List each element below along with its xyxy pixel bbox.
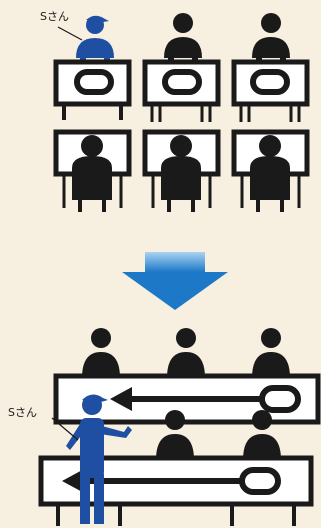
- worker-after-back-1: [82, 328, 120, 378]
- after-section: [41, 328, 318, 526]
- desk-row-2: [56, 132, 307, 212]
- label-pointer-top: [58, 27, 82, 40]
- worker-s-front: [76, 16, 114, 62]
- worker-after-back-2: [167, 328, 205, 378]
- worker-after-back-3: [252, 328, 290, 378]
- desk-3: [234, 62, 307, 122]
- desk-row-1: [56, 62, 307, 122]
- worker-front-3: [252, 13, 290, 62]
- worker-front-2: [164, 13, 202, 62]
- person-label-top: Sさん: [40, 8, 69, 24]
- person-label-bottom: Sさん: [8, 404, 37, 420]
- back-station-3: [234, 132, 307, 212]
- desk-2: [145, 62, 218, 122]
- desk-1: [56, 62, 129, 120]
- down-arrow-icon: [122, 252, 228, 310]
- before-section: [56, 13, 307, 212]
- back-station-1: [56, 132, 129, 212]
- back-station-2: [145, 132, 218, 212]
